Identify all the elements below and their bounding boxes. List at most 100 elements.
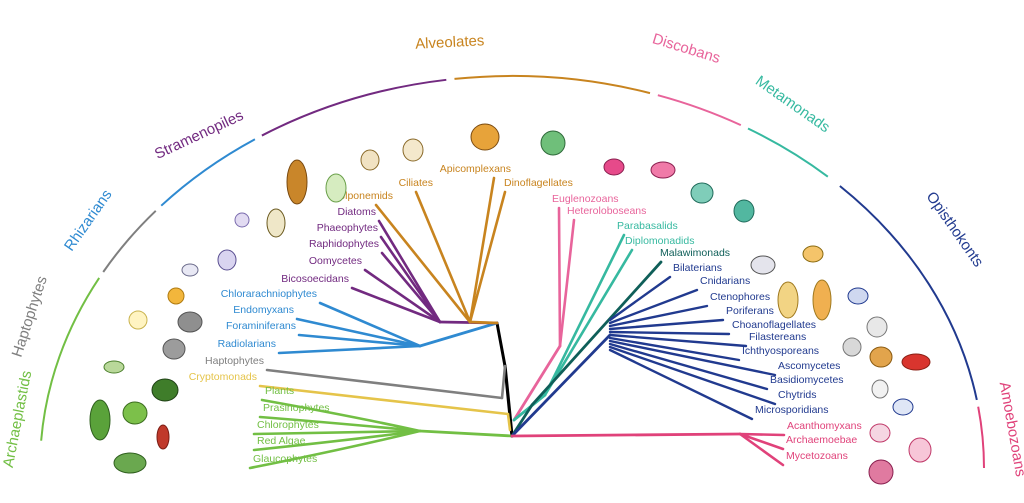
leaf-label-archaemoebae: Archaemoebae (786, 434, 857, 446)
foraminiferan-icon (167, 287, 185, 305)
branch-chlorarachniophytes (318, 301, 422, 348)
leaf-labels: Glaucophytes Red Algae Chlorophytes Prasino… (189, 163, 862, 465)
heterolobosean-icon (650, 161, 676, 179)
ctenophore-icon (777, 281, 799, 319)
mouse-icon (750, 255, 776, 275)
leaf-label-dinoflagellates: Dinoflagellates (504, 177, 573, 189)
leaf-label-basidiomycetes: Basidiomycetes (770, 374, 844, 386)
branch-heteroloboseans (558, 218, 576, 348)
branch-mycetozoans (738, 432, 785, 467)
branch-cnidarians (608, 288, 699, 325)
leaf-label-malawimonads: Malawimonads (660, 247, 730, 259)
group-label-amoebozoans: Amoebozoans (996, 381, 1024, 478)
branch-root-upper (495, 321, 507, 368)
dinoflagellate-icon (540, 130, 566, 156)
branch-poriferans (608, 318, 725, 331)
leaf-label-diplomonadids: Diplomonadids (625, 235, 694, 247)
leaf-label-chytrids: Chytrids (778, 389, 817, 401)
branch-basidiomycetes (608, 342, 769, 391)
group-label-discobans: Discobans (650, 30, 722, 67)
branch-archaemoebae (738, 432, 785, 451)
branch-apicomplexans (468, 176, 496, 324)
branch-raphidophytes (380, 251, 442, 324)
mycetozoan-icon (868, 459, 894, 485)
leaf-label-filastereans: Filastereans (749, 331, 806, 343)
branch-bicosoecidans (350, 286, 442, 324)
group-label-haptophytes: Haptophytes (9, 274, 51, 359)
leaf-label-parabasalids: Parabasalids (617, 220, 678, 232)
leaf-label-radiolarians: Radiolarians (218, 338, 276, 350)
branch-bilaterians (608, 275, 672, 322)
tree-branches (248, 176, 786, 470)
red-alga-icon (156, 424, 170, 450)
bicosoecid-icon (234, 212, 250, 228)
branch-prasinophytes (258, 415, 422, 433)
arc-alveolates (454, 75, 651, 95)
group-arcs (40, 75, 985, 469)
arc-stramenopiles (261, 78, 447, 137)
group-label-archaeplastids: Archaeplastids (0, 369, 35, 469)
branch-chlorophytes (252, 429, 422, 436)
group-label-metamonads: Metamonads (752, 72, 833, 136)
leaf-label-colponemids: Colponemids (332, 190, 393, 202)
haptophyte-cluster-icon (177, 311, 203, 333)
branch-endomyxans (295, 317, 422, 348)
branch-plants (260, 398, 422, 433)
leaf-label-phaeophytes: Phaeophytes (317, 222, 378, 234)
plant-seaweed-icon (89, 399, 111, 441)
branch-dinoflagellates (468, 190, 507, 324)
leaf-label-prasinophytes: Prasinophytes (263, 402, 330, 414)
ichthyosporean-icon (842, 337, 862, 357)
branch-filastereans (608, 333, 748, 348)
branch-cryptomonads-stem (506, 412, 512, 432)
branch-ctenophores (608, 304, 709, 328)
branch-chytrids (608, 345, 777, 406)
phaeophyte-icon (286, 159, 308, 205)
branch-ciliates (414, 190, 472, 324)
branch-root-trunk (503, 364, 514, 438)
branch-diatoms (377, 219, 442, 324)
leaf-label-cryptomonads: Cryptomonads (189, 371, 257, 383)
leaf-label-microsporidians: Microsporidians (755, 404, 829, 416)
leaf-label-poriferans: Poriferans (726, 305, 774, 317)
sponge-icon (812, 279, 832, 321)
colponemid-icon (360, 149, 380, 171)
arc-amoebozoans (977, 406, 985, 469)
parabasalid-icon (690, 182, 714, 204)
group-label-alveolates: Alveolates (415, 32, 485, 53)
branch-haptophytes (265, 368, 504, 400)
arc-opisthokonts (839, 185, 978, 401)
arc-rhizarians (160, 138, 256, 207)
branch-microsporidians (608, 348, 754, 421)
arc-discobans (657, 94, 742, 127)
organism-icons (89, 123, 932, 485)
archaemoeba-icon (908, 437, 932, 463)
acanthomyxan-icon (869, 423, 891, 443)
leaf-label-heteroloboseans: Heteroloboseans (567, 205, 646, 217)
microsporidian-icon (892, 398, 914, 416)
coccolith-icon (162, 338, 186, 360)
apicomplexan-icon (470, 123, 500, 151)
leaf-label-ciliates: Ciliates (399, 177, 433, 189)
leaf-label-plants: Plants (265, 385, 294, 397)
branch-foraminiferans (297, 333, 422, 348)
leaf-label-foraminiferans: Foraminiferans (226, 320, 296, 332)
chlorophyte-cell-icon (122, 401, 148, 425)
leaf-label-chlorophytes: Chlorophytes (257, 419, 319, 431)
euglenozoan-icon (603, 158, 625, 176)
branch-cryptomonads (258, 384, 510, 416)
leaf-label-haptophytes: Haptophytes (205, 355, 264, 367)
branch-choanoflagellates (608, 330, 731, 336)
oomycete-icon (266, 208, 286, 238)
green-colony-icon (151, 378, 179, 402)
branch-parabasalids (543, 233, 626, 397)
leaf-label-glaucophytes: Glaucophytes (253, 453, 317, 465)
leaf-label-red-algae: Red Algae (257, 435, 306, 447)
chlorarachniophyte-icon (217, 249, 237, 271)
leaf-label-bilaterians: Bilaterians (673, 262, 722, 274)
branch-alveolates-stem (468, 320, 499, 325)
branch-haptophytes-stem (500, 364, 507, 400)
leaf-label-oomycetes: Oomycetes (309, 255, 362, 267)
green-alga-colony-icon (113, 452, 147, 474)
